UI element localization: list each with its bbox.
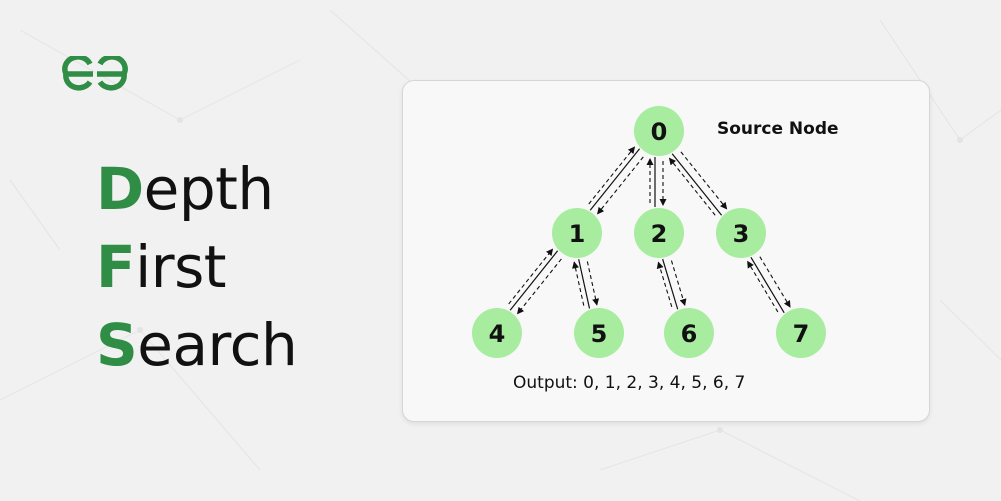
edge-0-1 [589, 148, 641, 211]
node-label: 2 [651, 220, 668, 248]
title-rest: earch [137, 311, 298, 379]
tree-node-2: 2 [634, 208, 684, 258]
edge-2-6 [662, 258, 679, 310]
node-circle [634, 106, 684, 156]
node-label: 1 [569, 220, 586, 248]
edge-1-4 [509, 250, 559, 311]
node-label: 7 [793, 320, 810, 348]
node-circle [574, 308, 624, 358]
node-label: 5 [591, 320, 608, 348]
node-circle [776, 308, 826, 358]
diagram-card: 0 1 2 3 4 5 6 7 Source Node Output: 0, 1, 2, 3,… [402, 80, 930, 422]
edge-1-5 [578, 259, 591, 309]
backtrack-arrow-1-0 [588, 146, 636, 205]
tree-node-0: 0 [634, 106, 684, 156]
backtrack-arrow-4-1 [508, 248, 554, 305]
source-node-label: Source Node [717, 119, 839, 139]
node-label: 6 [681, 320, 698, 348]
title-initial: D [96, 155, 144, 223]
traversal-output: Output: 0, 1, 2, 3, 4, 5, 6, 7 [513, 373, 746, 393]
backtrack-arrow-3-0 [668, 157, 716, 216]
backtrack-arrow-6-2 [656, 261, 673, 308]
node-circle [472, 308, 522, 358]
tree-node-1: 1 [552, 208, 602, 258]
node-circle [664, 308, 714, 358]
traversal-arrow-0-1 [597, 156, 644, 215]
tree-node-3: 3 [716, 208, 766, 258]
tree-node-5: 5 [574, 308, 624, 358]
title-initial: S [96, 311, 138, 379]
edge-layer [508, 146, 791, 315]
node-circle [634, 208, 684, 258]
tree-node-7: 7 [776, 308, 826, 358]
node-label: 0 [651, 118, 668, 146]
title-rest: epth [143, 155, 275, 223]
backtrack-arrow-5-1 [572, 261, 585, 306]
dfs-tree-diagram: 0 1 2 3 4 5 6 7 [472, 106, 826, 358]
node-circle [716, 208, 766, 258]
traversal-arrow-3-7 [759, 256, 791, 308]
title-rest: irst [135, 233, 227, 301]
backtrack-arrow-7-3 [747, 260, 779, 313]
node-layer: 0 1 2 3 4 5 6 7 [472, 106, 826, 358]
traversal-arrow-1-5 [586, 261, 600, 306]
title-initial: F [96, 233, 136, 301]
traversal-arrow-0-3 [680, 151, 728, 210]
node-label: 3 [733, 220, 750, 248]
traversal-arrow-2-6 [670, 260, 687, 306]
geeksforgeeks-logo-icon [62, 56, 128, 91]
node-label: 4 [489, 320, 506, 348]
edge-3-7 [750, 257, 785, 314]
edge-0-3 [671, 153, 723, 216]
node-circle [552, 208, 602, 258]
tree-node-4: 4 [472, 308, 522, 358]
traversal-arrow-1-4 [516, 258, 562, 315]
tree-node-6: 6 [664, 308, 714, 358]
